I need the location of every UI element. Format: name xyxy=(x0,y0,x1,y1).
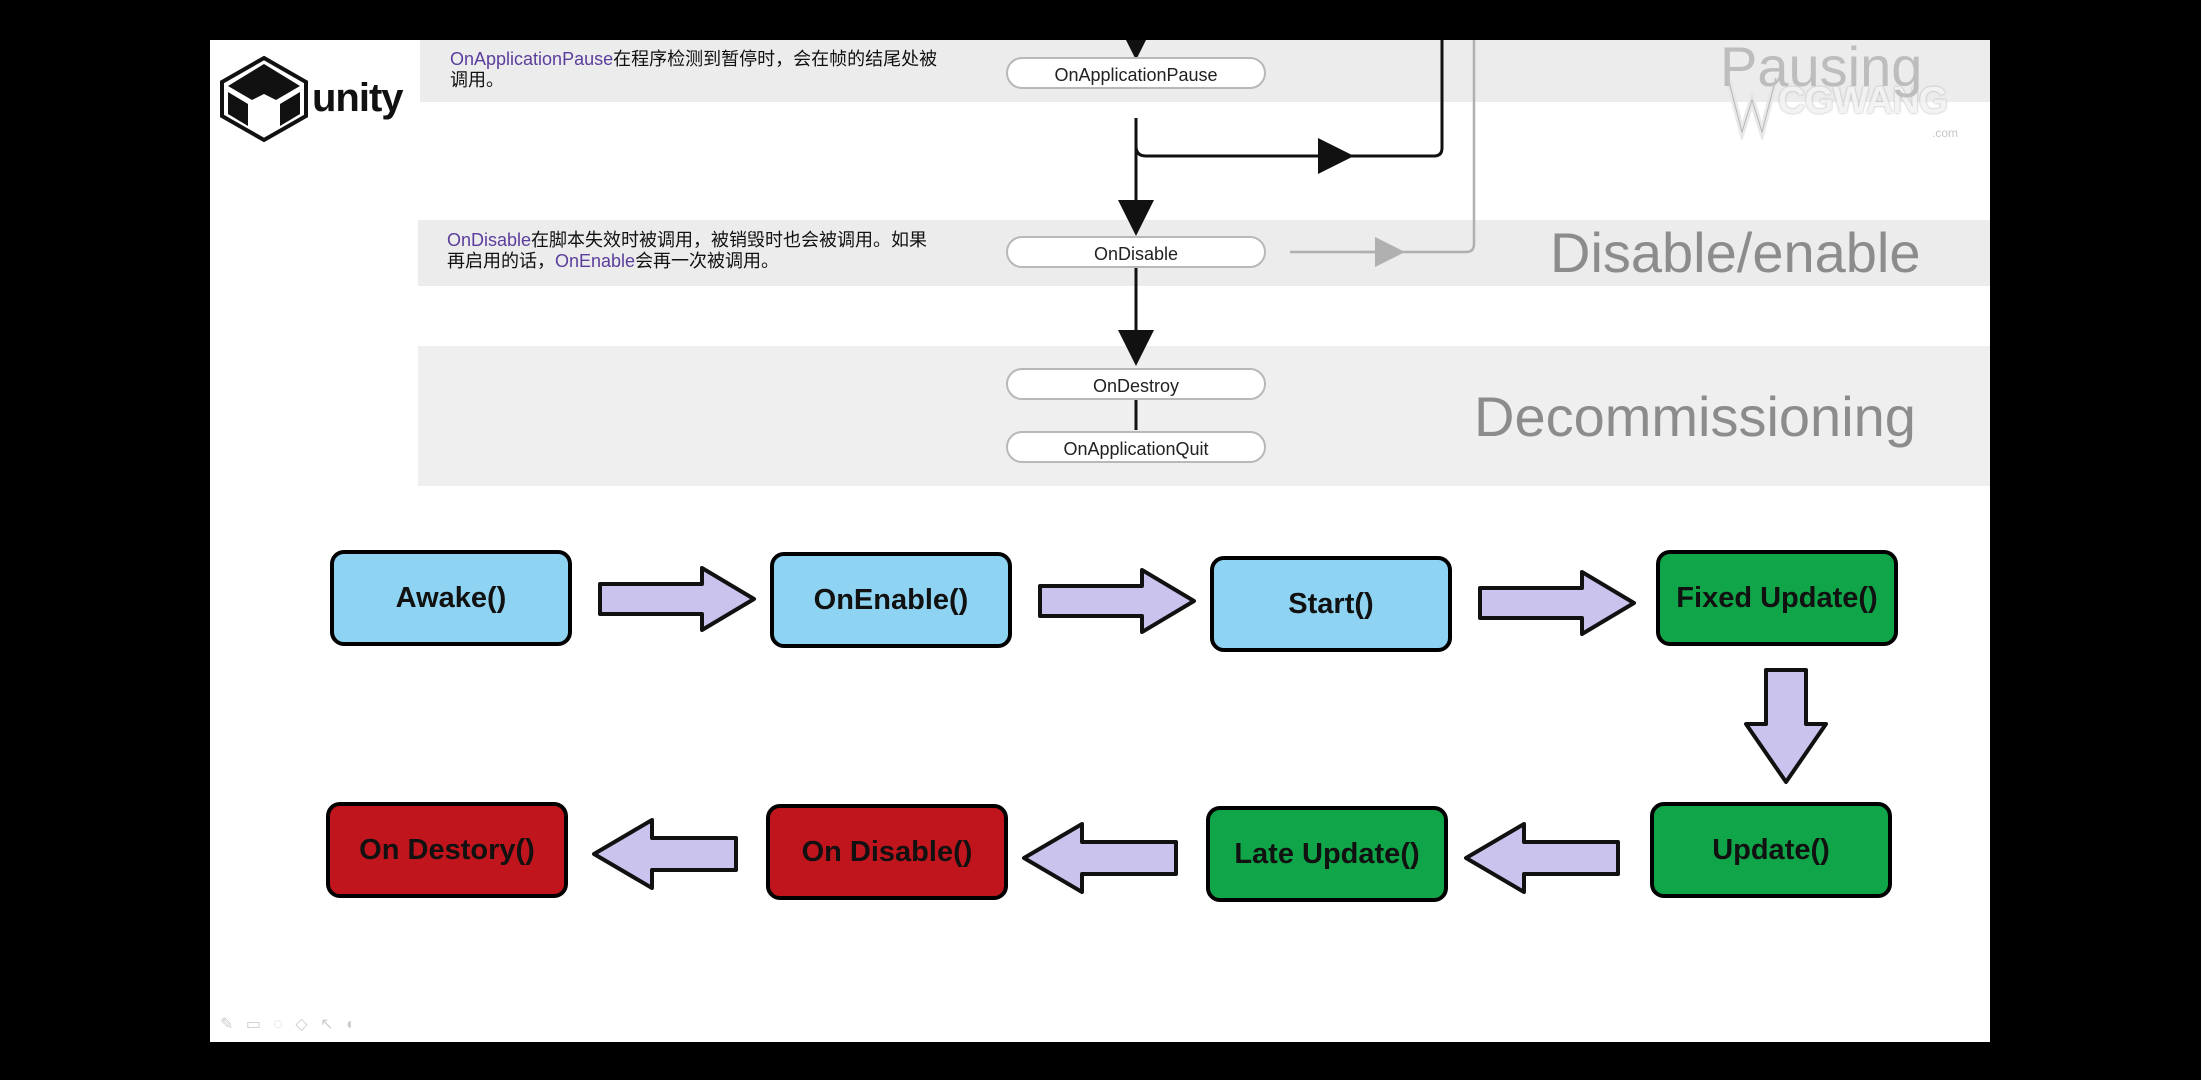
watermark-suffix: .com xyxy=(1931,126,1958,140)
watermark-logo-icon xyxy=(1725,77,1779,140)
slide-toolbar[interactable]: ✎ ▭ ◌ ◇ ↖ ◐ xyxy=(220,1016,360,1033)
flow-arrow-left-1 xyxy=(1464,822,1620,894)
flow-arrow-left-3 xyxy=(592,818,738,890)
logo-text: unity xyxy=(312,76,404,120)
flow-arrow-left-2 xyxy=(1022,822,1178,894)
disable-description-line2a: 再启用的话， xyxy=(447,251,555,271)
pause-description-keyword: OnApplicationPause xyxy=(450,49,614,69)
flow-start: Start() xyxy=(1210,556,1452,652)
node-on-disable: OnDisable xyxy=(1006,236,1266,268)
slide: unity CGWANG .com Pausing Disable/enable… xyxy=(210,40,1990,1042)
unity-cube-icon xyxy=(220,55,308,143)
lifecycle-connectors xyxy=(1118,40,1476,430)
node-on-application-pause: OnApplicationPause xyxy=(1006,57,1266,89)
disable-description-line2b: 会再一次被调用。 xyxy=(635,251,780,271)
flow-late-update: Late Update() xyxy=(1206,806,1448,902)
phase-label-pausing: Pausing xyxy=(1720,40,1923,98)
pause-description-text: 在程序检测到暂停时，会在帧的结尾处被 xyxy=(613,49,938,69)
watermark-text: CGWANG xyxy=(1778,80,1948,122)
flow-awake: Awake() xyxy=(330,550,572,646)
connector-disable-to-enable xyxy=(1290,40,1476,254)
phase-label-decommissioning: Decommissioning xyxy=(1474,385,1916,448)
flow-update: Update() xyxy=(1650,802,1892,898)
pause-description: OnApplicationPause在程序检测到暂停时，会在帧的结尾处被 调用。 xyxy=(450,49,937,91)
flow-fixed-update: Fixed Update() xyxy=(1656,550,1898,646)
unity-logo: unity xyxy=(216,54,416,144)
flow-on-enable: OnEnable() xyxy=(770,552,1012,648)
flow-arrow-down xyxy=(1744,668,1828,784)
node-on-destroy: OnDestroy xyxy=(1006,368,1266,400)
disable-description: OnDisable在脚本失效时被调用，被销毁时也会被调用。如果 再启用的话，On… xyxy=(447,230,927,272)
pause-description-line2: 调用。 xyxy=(450,70,504,90)
flow-arrow-right-3 xyxy=(1478,570,1636,636)
disable-description-keyword2: OnEnable xyxy=(555,251,636,271)
flow-arrow-right-2 xyxy=(1038,568,1196,634)
node-on-application-quit: OnApplicationQuit xyxy=(1006,431,1266,463)
phase-label-disable-enable: Disable/enable xyxy=(1550,221,1921,284)
disable-description-text: 在脚本失效时被调用，被销毁时也会被调用。如果 xyxy=(531,230,928,250)
cgwang-watermark: CGWANG .com xyxy=(1722,58,1972,148)
flow-on-disable: On Disable() xyxy=(766,804,1008,900)
disable-description-keyword: OnDisable xyxy=(447,230,532,250)
flow-on-destory: On Destory() xyxy=(326,802,568,898)
flow-arrow-right-1 xyxy=(598,566,756,632)
